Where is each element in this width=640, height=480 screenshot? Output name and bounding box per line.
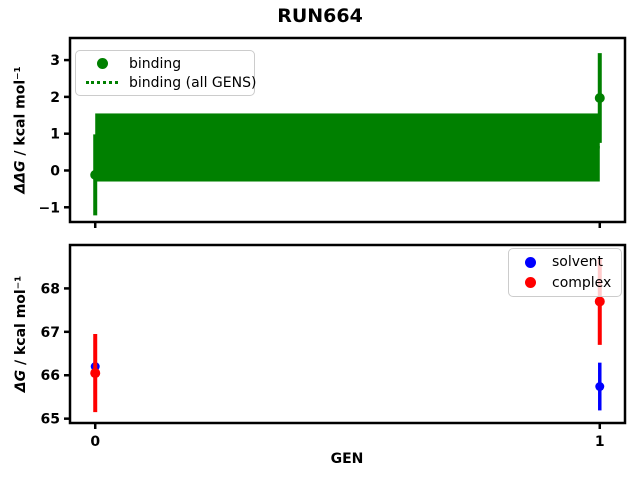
x-tick-label: 1 xyxy=(595,434,605,450)
legend-item-binding-all-gens: binding (all GENS) xyxy=(82,73,256,92)
bottom-ylabel: ΔG / kcal mol⁻¹ xyxy=(13,276,29,392)
legend-handle xyxy=(515,277,545,289)
y-tick-label: 1 xyxy=(50,127,60,143)
y-tick-label: 65 xyxy=(41,412,60,428)
dotted-line-icon xyxy=(86,81,118,84)
complex-point-1 xyxy=(594,296,605,307)
xlabel-gen: GEN xyxy=(330,451,364,467)
y-tick-label: 67 xyxy=(41,325,60,341)
y-tick-label: 68 xyxy=(41,281,60,297)
complex-point-0 xyxy=(90,368,101,379)
y-tick-label: 2 xyxy=(50,90,60,106)
binding-point-0 xyxy=(90,169,101,180)
legend-label-complex: complex xyxy=(552,274,612,291)
legend-label-solvent: solvent xyxy=(552,254,604,271)
solvent-point-1 xyxy=(595,382,605,392)
y-tick-label: −1 xyxy=(39,200,60,216)
legend-label-binding-all-gens: binding (all GENS) xyxy=(129,74,257,91)
figure-title: RUN664 xyxy=(277,5,363,27)
top-ylabel: ΔΔG / kcal mol⁻¹ xyxy=(13,66,29,193)
legend-handle xyxy=(82,58,122,69)
legend-binding: binding binding (all GENS) xyxy=(75,50,256,96)
complex-marker-icon xyxy=(524,277,536,289)
solvent-marker-icon xyxy=(524,256,536,268)
y-tick-label: 3 xyxy=(50,53,60,69)
y-tick-label: 0 xyxy=(50,163,60,179)
legend-handle xyxy=(515,256,545,268)
axes-frame-1 xyxy=(68,243,627,425)
bottom-ylabel-symbol: ΔG xyxy=(13,369,30,393)
axes-frame-0 xyxy=(68,36,627,224)
legend-solvent-complex: solvent complex xyxy=(508,248,622,297)
legend-item-complex: complex xyxy=(515,273,615,294)
bottom-ylabel-units: / kcal mol⁻¹ xyxy=(13,275,30,370)
legend-item-solvent: solvent xyxy=(515,252,615,273)
top-ylabel-symbol: ΔΔG xyxy=(13,160,30,194)
top-ylabel-units: / kcal mol⁻¹ xyxy=(13,66,30,161)
y-tick-label: 66 xyxy=(41,368,60,384)
x-tick-label: 0 xyxy=(90,434,100,450)
binding-point-1 xyxy=(594,92,605,103)
legend-item-binding: binding xyxy=(82,54,248,73)
legend-label-binding: binding xyxy=(129,55,182,72)
binding-marker-icon xyxy=(96,58,108,69)
legend-handle xyxy=(82,81,122,84)
